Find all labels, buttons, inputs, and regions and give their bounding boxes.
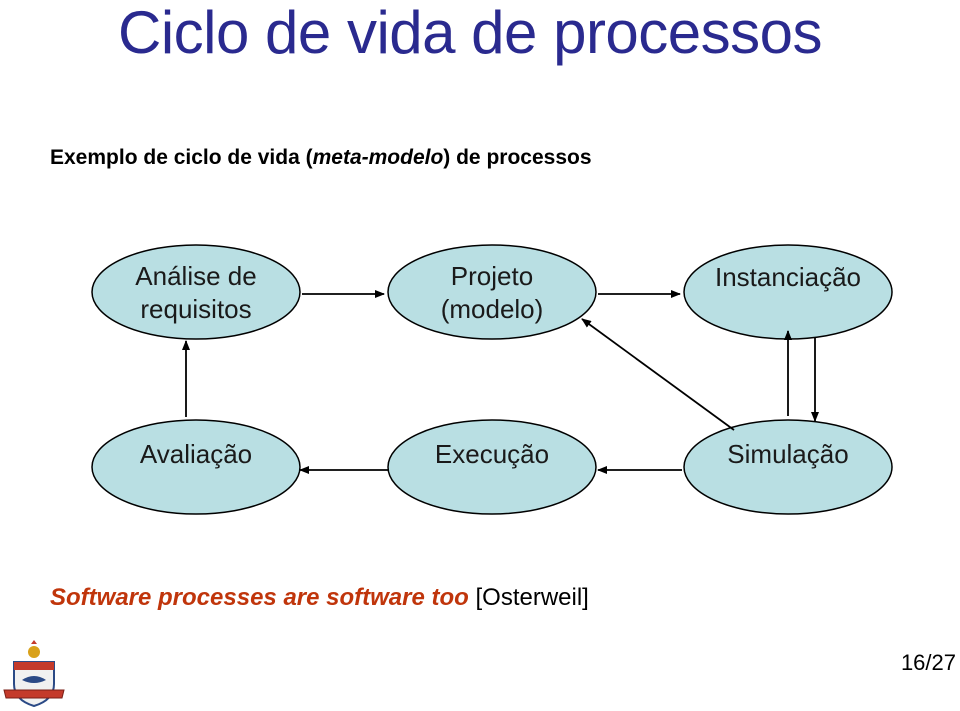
arrow-simulacao-to-projeto <box>581 318 735 431</box>
node-execucao: Execução <box>387 419 597 515</box>
quote-citation: [Osterweil] <box>468 584 589 611</box>
subtitle-suffix: ) de processos <box>443 146 592 169</box>
node-analise-line1: Análise de <box>135 261 256 291</box>
subtitle-prefix: Exemplo de ciclo de vida ( <box>50 146 313 169</box>
node-analise-requisitos: Análise de requisitos <box>91 244 301 340</box>
node-projeto-line1: Projeto <box>451 261 533 291</box>
osterweil-quote: Software processes are software too [Ost… <box>50 584 589 612</box>
university-crest-logo <box>3 640 65 708</box>
node-simulacao-label: Simulação <box>727 439 848 469</box>
node-simulacao: Simulação <box>683 419 893 515</box>
node-projeto-modelo: Projeto (modelo) <box>387 244 597 340</box>
node-instanciacao-label: Instanciação <box>715 262 861 292</box>
node-avaliacao-label: Avaliação <box>140 439 252 469</box>
page-number: 16/27 <box>900 650 956 675</box>
slide-subtitle: Exemplo de ciclo de vida (meta-modelo) d… <box>50 146 592 170</box>
node-analise-line2: requisitos <box>140 294 251 324</box>
node-instanciacao: Instanciação <box>683 244 893 340</box>
subtitle-italic: meta-modelo <box>312 146 444 169</box>
node-execucao-label: Execução <box>435 439 549 469</box>
quote-italic: Software processes are software too <box>50 584 469 611</box>
node-avaliacao: Avaliação <box>91 419 301 515</box>
node-projeto-line2: (modelo) <box>441 294 544 324</box>
slide-title: Ciclo de vida de processos <box>118 0 823 66</box>
